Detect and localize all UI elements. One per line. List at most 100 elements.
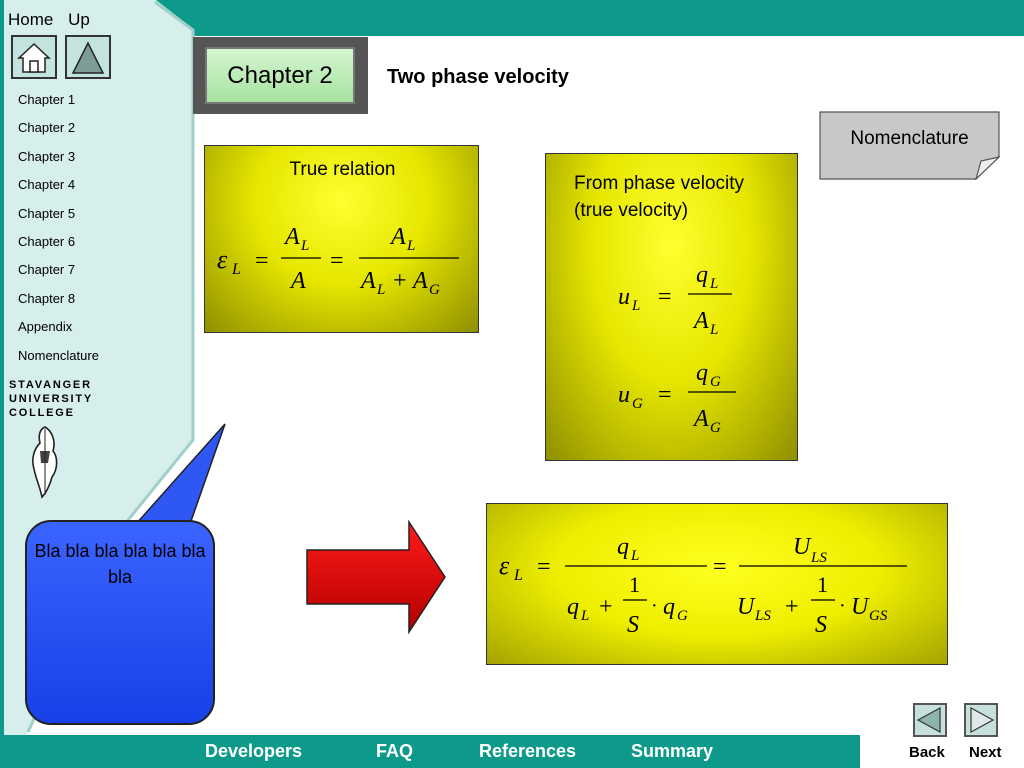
phase-velocity-label: From phase velocity (true velocity) bbox=[574, 170, 744, 224]
footer-link-references[interactable]: References bbox=[479, 741, 577, 761]
chapter-badge: Chapter 2 bbox=[205, 47, 355, 104]
svg-text:=: = bbox=[658, 382, 672, 408]
home-link[interactable]: Home bbox=[8, 10, 54, 29]
up-triangle-icon bbox=[71, 41, 105, 74]
college-line: STAVANGER bbox=[9, 379, 92, 391]
svg-text:L: L bbox=[376, 282, 385, 296]
svg-text:ε: ε bbox=[499, 551, 510, 580]
svg-text:L: L bbox=[513, 567, 523, 584]
svg-text:G: G bbox=[429, 282, 440, 296]
home-button[interactable] bbox=[11, 35, 57, 79]
svg-text:L: L bbox=[406, 238, 415, 254]
college-line: COLLEGE bbox=[9, 407, 75, 419]
sidebar-item-chapter-7[interactable]: Chapter 7 bbox=[18, 262, 76, 278]
phase-velocity-label-line2: (true velocity) bbox=[574, 200, 689, 221]
up-button[interactable] bbox=[65, 35, 111, 79]
sidebar-item-chapter-6[interactable]: Chapter 6 bbox=[18, 233, 76, 249]
callout-tail bbox=[134, 423, 226, 525]
svg-text:G: G bbox=[632, 396, 643, 412]
svg-text:A: A bbox=[389, 224, 406, 250]
svg-text:1: 1 bbox=[817, 572, 828, 597]
college-name: STAVANGER UNIVERSITY COLLEGE bbox=[9, 378, 93, 420]
svg-text:GS: GS bbox=[869, 608, 888, 624]
college-line: UNIVERSITY bbox=[9, 393, 94, 405]
svg-text:G: G bbox=[710, 374, 721, 390]
next-arrow-button[interactable] bbox=[964, 703, 998, 737]
sidebar-item-chapter-2[interactable]: Chapter 2 bbox=[18, 120, 76, 136]
footer-link-summary[interactable]: Summary bbox=[631, 741, 714, 761]
svg-text:LS: LS bbox=[754, 608, 771, 624]
svg-text:=: = bbox=[255, 248, 269, 274]
svg-text:S: S bbox=[627, 612, 639, 638]
callout-bubble bbox=[25, 520, 215, 725]
sidebar-item-chapter-8[interactable]: Chapter 8 bbox=[18, 290, 76, 306]
footer-link-developers[interactable]: Developers bbox=[205, 741, 303, 761]
svg-text:G: G bbox=[677, 608, 688, 624]
svg-text:=: = bbox=[330, 248, 344, 274]
chapter-nav-list: Chapter 1 Chapter 2 Chapter 3 Chapter 4 … bbox=[18, 90, 99, 374]
svg-text:q: q bbox=[663, 594, 675, 620]
svg-text:q: q bbox=[696, 360, 708, 386]
college-logo-icon bbox=[32, 426, 58, 499]
svg-text:L: L bbox=[300, 238, 309, 254]
svg-text:q: q bbox=[617, 534, 629, 560]
svg-text:+: + bbox=[393, 268, 407, 294]
svg-text:S: S bbox=[815, 612, 827, 638]
svg-text:A: A bbox=[692, 308, 709, 334]
sidebar-item-chapter-1[interactable]: Chapter 1 bbox=[18, 92, 76, 107]
svg-text:G: G bbox=[710, 420, 721, 434]
svg-text:A: A bbox=[692, 406, 709, 432]
svg-text:1: 1 bbox=[629, 572, 640, 597]
svg-text:A: A bbox=[359, 268, 376, 294]
next-arrow-icon bbox=[970, 706, 995, 734]
svg-text:q: q bbox=[696, 262, 708, 288]
home-up-links: Home Up bbox=[8, 10, 100, 30]
nomenclature-button[interactable]: Nomenclature bbox=[819, 111, 1001, 181]
svg-text:L: L bbox=[709, 322, 718, 338]
true-relation-label: True relation bbox=[289, 159, 396, 180]
back-arrow-button[interactable] bbox=[913, 703, 947, 737]
svg-text:+: + bbox=[599, 594, 613, 620]
svg-text:=: = bbox=[537, 554, 551, 580]
svg-text:U: U bbox=[851, 594, 870, 620]
phase-velocity-label-line1: From phase velocity bbox=[574, 173, 745, 194]
home-icon bbox=[17, 42, 51, 73]
callout-text: Bla bla bla bla bla bla bla bbox=[34, 541, 206, 587]
up-link[interactable]: Up bbox=[68, 10, 90, 29]
back-link[interactable]: Back bbox=[909, 744, 945, 761]
svg-text:A: A bbox=[411, 268, 428, 294]
svg-text:A: A bbox=[283, 224, 300, 250]
nomenclature-card-shape bbox=[819, 111, 1001, 181]
svg-text:q: q bbox=[567, 594, 579, 620]
svg-text:L: L bbox=[580, 608, 589, 624]
svg-text:U: U bbox=[737, 594, 756, 620]
svg-text:+: + bbox=[785, 594, 799, 620]
svg-text:LS: LS bbox=[810, 550, 827, 566]
svg-text:u: u bbox=[618, 382, 630, 408]
svg-text:L: L bbox=[630, 548, 639, 564]
svg-text:ε: ε bbox=[217, 245, 228, 274]
sidebar-item-chapter-3[interactable]: Chapter 3 bbox=[18, 148, 76, 164]
svg-text:u: u bbox=[618, 284, 630, 310]
chapter-badge-frame: Chapter 2 bbox=[193, 37, 368, 114]
svg-text:L: L bbox=[231, 261, 241, 278]
nomenclature-label: Nomenclature bbox=[850, 128, 969, 149]
sidebar-item-appendix[interactable]: Appendix bbox=[18, 319, 73, 335]
svg-text:=: = bbox=[658, 284, 672, 310]
back-arrow-icon bbox=[916, 706, 941, 734]
red-right-arrow-icon bbox=[306, 520, 446, 635]
svg-text:L: L bbox=[631, 298, 640, 314]
sidebar-item-nomenclature[interactable]: Nomenclature bbox=[18, 347, 99, 363]
svg-text:U: U bbox=[793, 534, 812, 560]
sidebar-item-chapter-4[interactable]: Chapter 4 bbox=[18, 177, 76, 193]
footer-link-faq[interactable]: FAQ bbox=[376, 741, 414, 761]
sidebar-item-chapter-5[interactable]: Chapter 5 bbox=[18, 205, 76, 221]
svg-text:·: · bbox=[839, 595, 846, 617]
svg-text:A: A bbox=[289, 268, 306, 294]
next-link[interactable]: Next bbox=[969, 744, 1002, 761]
